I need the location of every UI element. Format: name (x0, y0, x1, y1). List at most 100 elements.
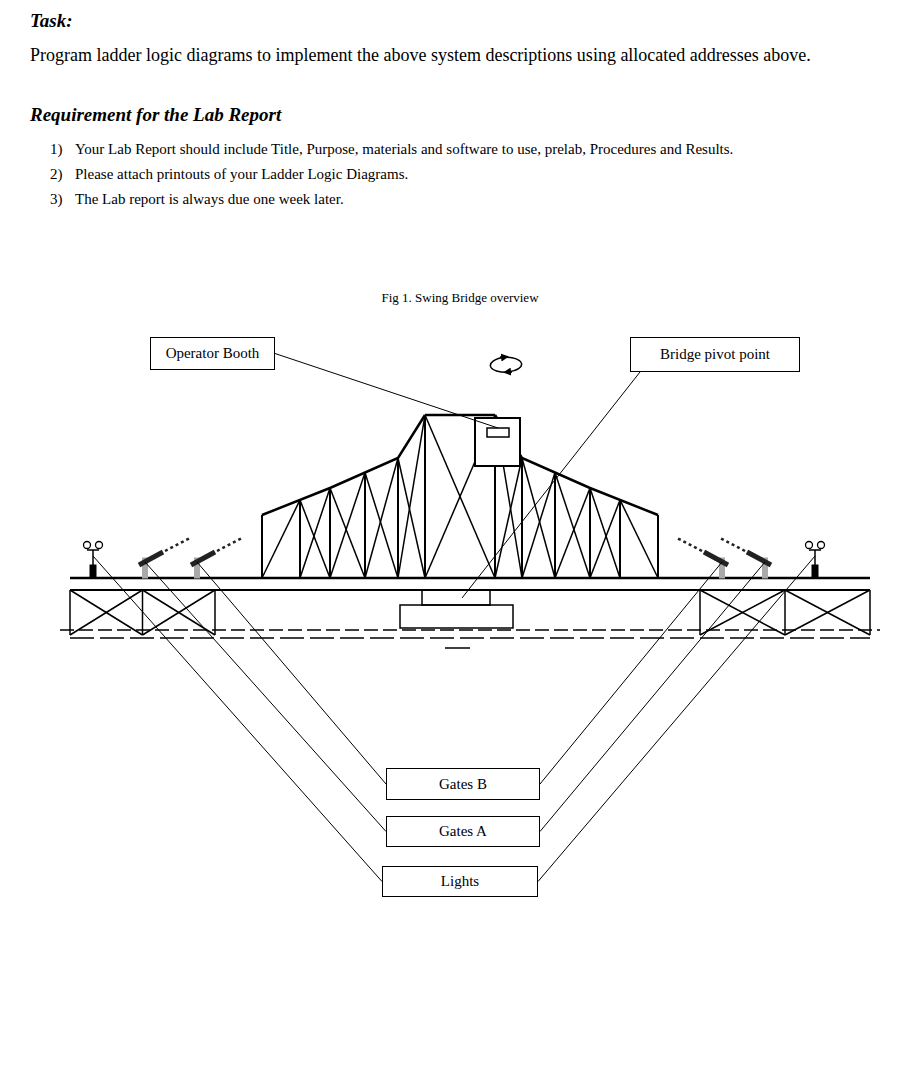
requirement-list: 1)Your Lab Report should include Title, … (50, 137, 900, 212)
bridge-stroke (330, 488, 365, 578)
bridge-stroke (869, 590, 871, 635)
bridge-stroke (704, 552, 728, 565)
bridge-stroke (364, 473, 366, 578)
list-item: The Lab report is always due one week la… (75, 187, 344, 212)
bridge-stroke (165, 538, 190, 551)
leader-line (145, 562, 386, 832)
bridge-stroke (784, 590, 786, 635)
light-base (90, 565, 96, 578)
leader-line (275, 354, 498, 429)
lamp (806, 542, 813, 549)
bridge-stroke (555, 473, 590, 578)
list-item: Your Lab Report should include Title, Pu… (75, 137, 733, 162)
label-box: Bridge pivot point (630, 337, 800, 372)
bridge-stroke (522, 473, 555, 578)
bridge-stroke (261, 515, 263, 578)
bridge-stroke (70, 590, 143, 635)
bridge-stroke (398, 415, 425, 578)
bridge-stroke (700, 590, 785, 635)
heading: Task: (30, 10, 73, 32)
list-row: 1)Your Lab Report should include Title, … (50, 137, 900, 162)
bridge-stroke (424, 415, 426, 578)
bridge-stroke (329, 488, 331, 578)
list-number: 1) (50, 137, 75, 162)
bridge-stroke (398, 458, 425, 578)
task-text: Program ladder logic diagrams to impleme… (30, 42, 865, 69)
bridge-stroke (657, 515, 659, 578)
bridge-stroke (365, 458, 398, 578)
label-box: Lights (382, 866, 538, 897)
bridge-stroke (521, 458, 523, 578)
figure-caption: Fig 1. Swing Bridge overview (381, 290, 538, 306)
bridge-stroke (522, 458, 555, 578)
bridge-stroke (589, 488, 591, 578)
bridge-stroke (590, 488, 620, 578)
bridge-stroke (747, 552, 771, 565)
box-label: Lights (441, 873, 479, 890)
label-box: Operator Booth (150, 337, 275, 370)
bridge-stroke (70, 637, 870, 639)
leader-lines (93, 354, 815, 882)
booth-window (487, 428, 509, 437)
bridge-stroke (70, 590, 143, 635)
bridge-stroke (785, 590, 870, 635)
bridge-stroke (87, 549, 99, 551)
bridge-stroke (217, 538, 242, 551)
label-box: Gates B (386, 768, 540, 800)
leader-line (93, 556, 382, 882)
bridge-stroke (700, 590, 785, 635)
bridge-stroke (60, 629, 880, 631)
bridge-stroke (619, 500, 621, 578)
list-row: 2)Please attach printouts of your Ladder… (50, 162, 900, 187)
list-number: 2) (50, 162, 75, 187)
bridge-stroke (555, 488, 590, 578)
bridge-stroke (69, 590, 71, 635)
box-label: Gates A (439, 823, 487, 840)
bridge-stroke (445, 647, 470, 649)
bridge-stroke (809, 549, 821, 551)
list-number: 3) (50, 187, 75, 212)
bridge-stroke (785, 590, 870, 635)
rotation-arrow (500, 357, 522, 372)
bridge-stroke (620, 500, 658, 578)
leader-line (540, 562, 722, 784)
top-chord (262, 415, 425, 515)
label-box: Gates A (386, 816, 540, 847)
bridge-stroke (424, 415, 426, 578)
box-label: Gates B (439, 776, 487, 793)
leader-line (462, 372, 640, 598)
lamp (96, 542, 103, 549)
bridge-stroke (262, 500, 300, 578)
bridge-stroke (495, 458, 522, 578)
lamp (818, 542, 825, 549)
bridge-stroke (300, 488, 330, 578)
list-row: 3)The Lab report is always due one week … (50, 187, 900, 212)
lamp (84, 542, 91, 549)
bridge-stroke (70, 577, 870, 580)
bridge-stroke (554, 473, 556, 578)
bridge-stroke (814, 550, 816, 565)
box-label: Operator Booth (166, 345, 260, 362)
bridge-stroke (677, 538, 702, 551)
bridge-stroke (191, 552, 215, 565)
bridge-stroke (214, 590, 216, 635)
leader-line (197, 562, 386, 784)
bridge-stroke (397, 458, 399, 578)
bridge-stroke (299, 500, 301, 578)
box-label: Bridge pivot point (660, 346, 770, 363)
bridge-stroke (139, 552, 163, 565)
bridge-stroke (720, 538, 745, 551)
heading: Requirement for the Lab Report (30, 104, 281, 126)
rotation-arrow (490, 357, 512, 372)
bridge-stroke (92, 550, 94, 565)
booth (475, 418, 520, 466)
bridge-stroke (365, 473, 398, 578)
list-item: Please attach printouts of your Ladder L… (75, 162, 408, 187)
bridge-stroke (300, 500, 330, 578)
bridge-stroke (330, 473, 365, 578)
pier (422, 590, 490, 605)
leader-line (540, 562, 765, 832)
light-base (812, 565, 818, 578)
